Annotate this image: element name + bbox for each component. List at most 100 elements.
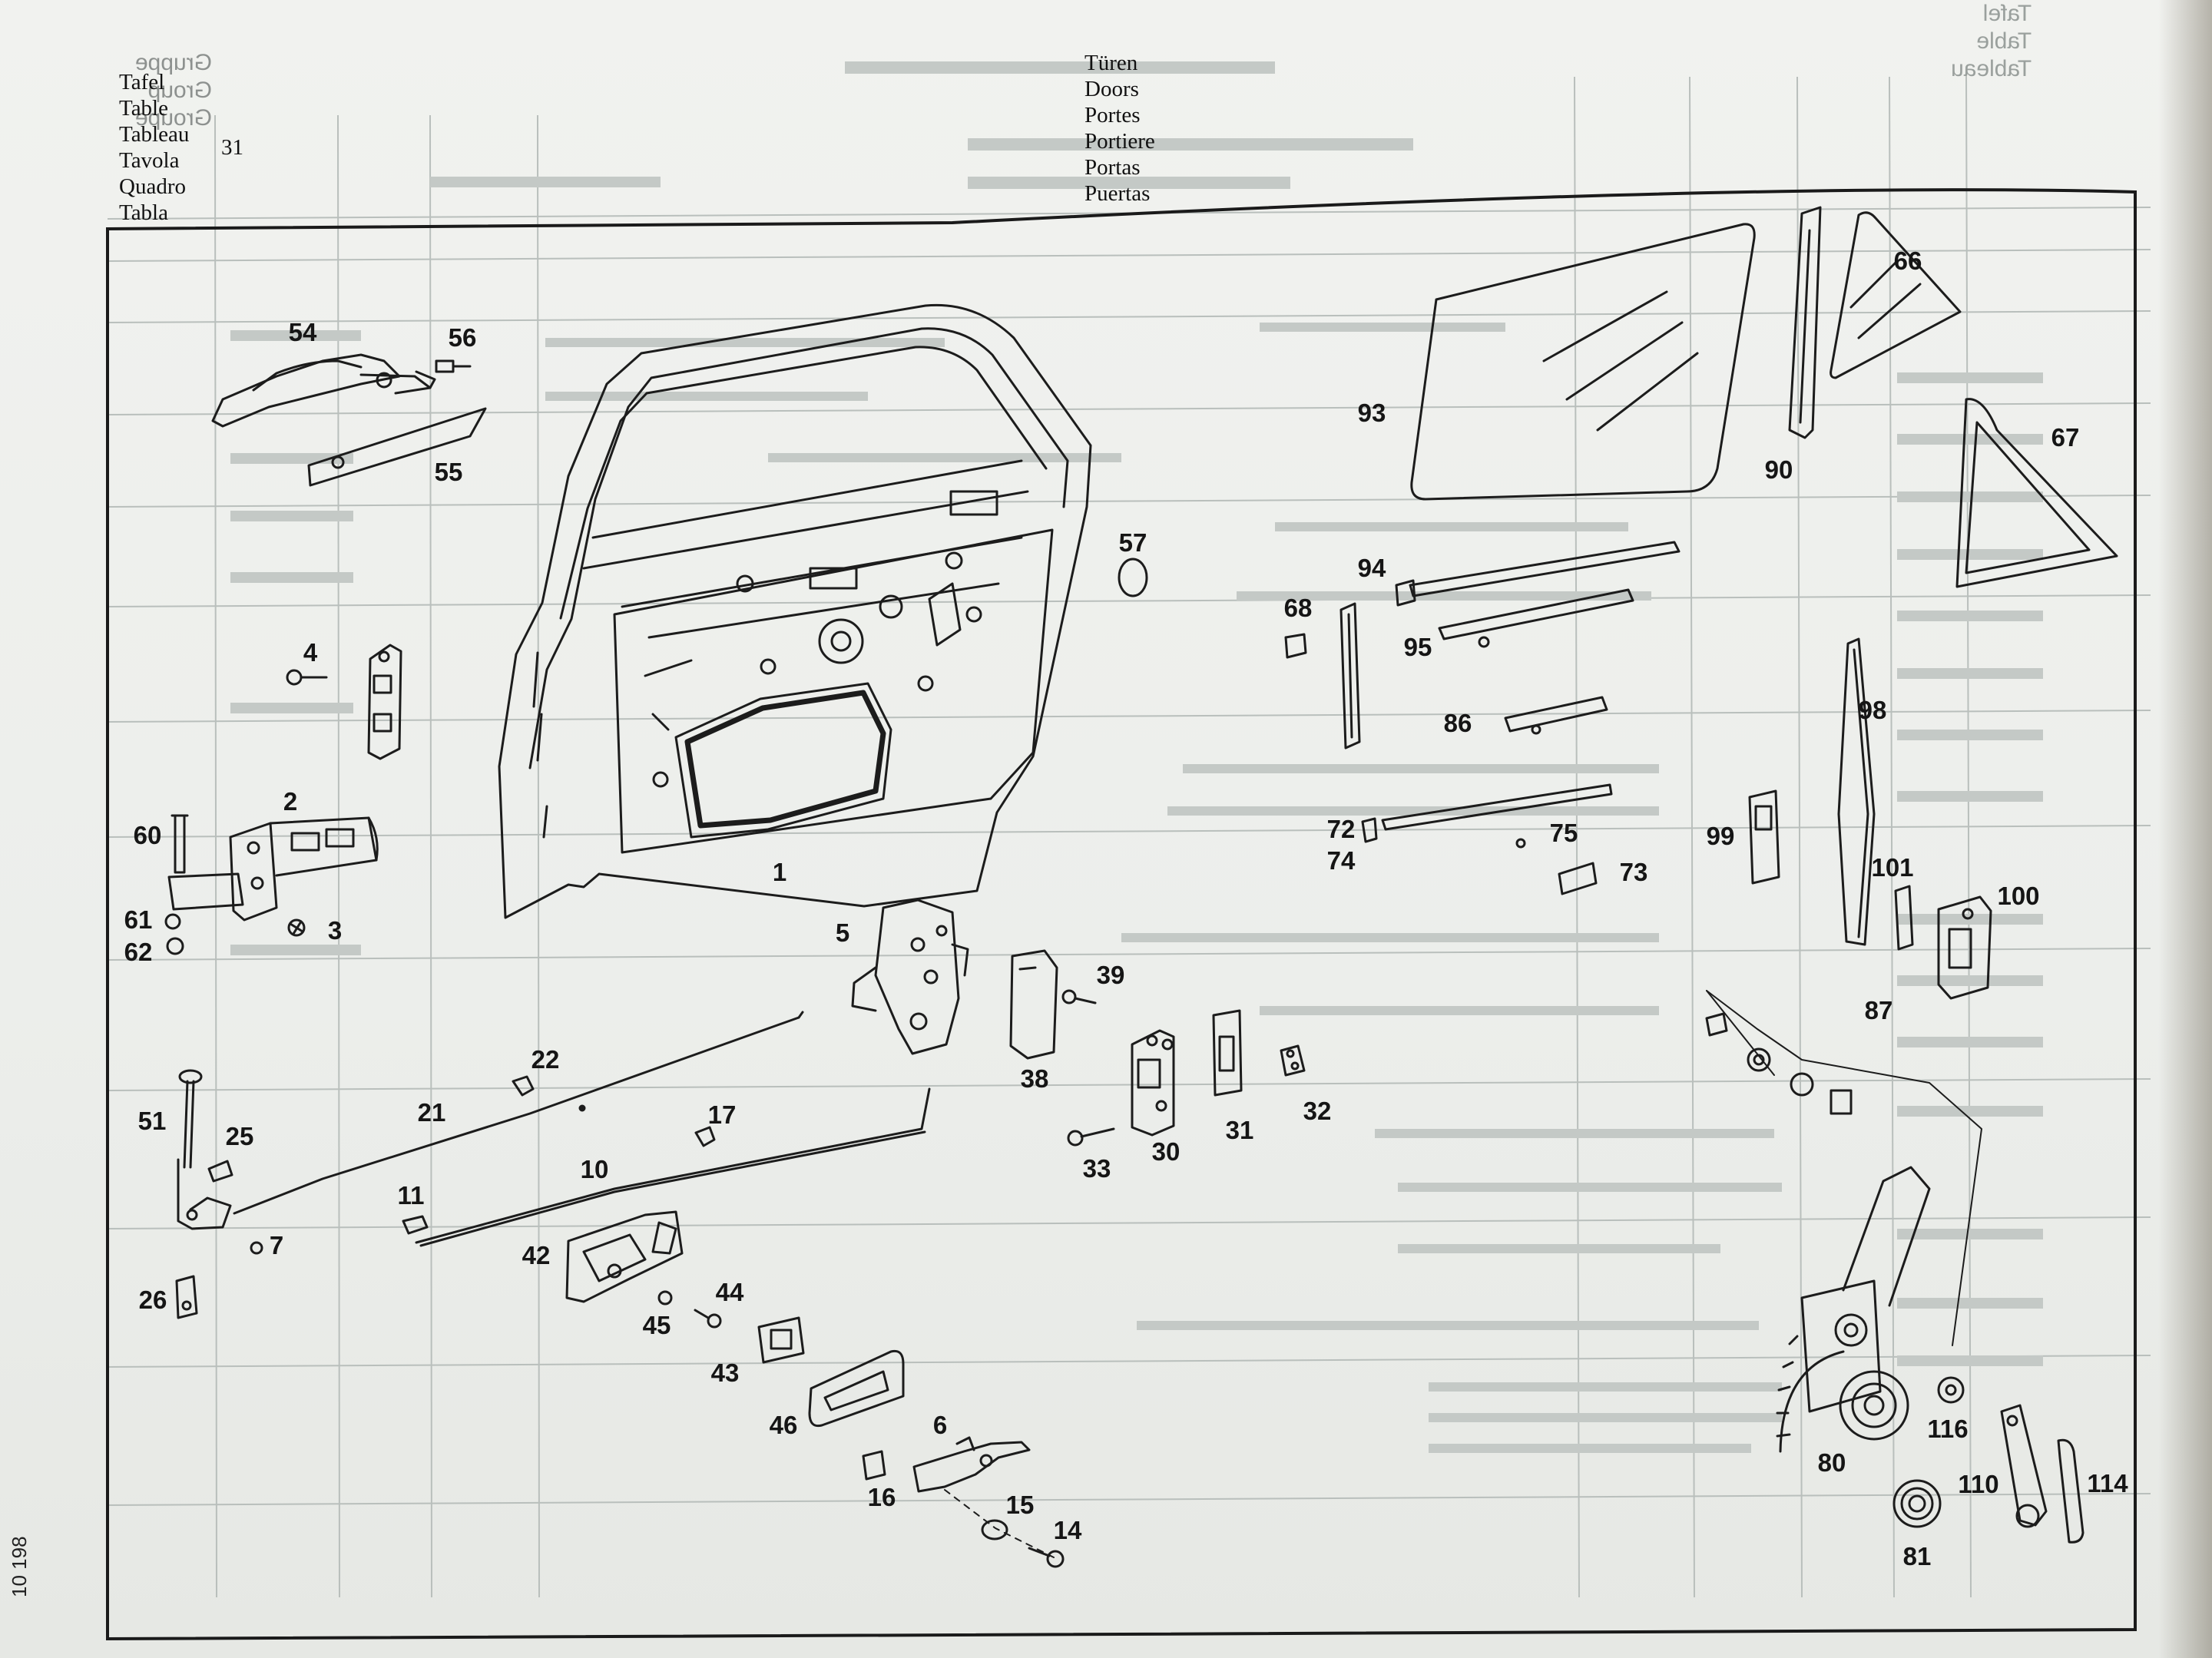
part-label: 31 <box>1225 1116 1254 1144</box>
channel-90-part <box>1788 206 1822 439</box>
page-edge-shadow <box>2158 0 2212 1658</box>
lock-bracket-38-part <box>1009 949 1058 1060</box>
part-label: 6 <box>932 1411 948 1439</box>
outside-handle-part <box>211 353 436 428</box>
door-shell-part <box>498 303 1092 919</box>
part-label: 7 <box>269 1231 284 1259</box>
clip-68-part <box>1284 633 1307 659</box>
vent-glass-66-part <box>1830 211 1962 379</box>
rod-10-part <box>415 1087 931 1247</box>
part-label: 101 <box>1871 853 1914 882</box>
seal-68-part <box>1339 602 1361 750</box>
part-label: 25 <box>225 1122 254 1150</box>
part-label: 56 <box>448 323 477 352</box>
clip-94-part <box>1395 579 1416 607</box>
part-label: 2 <box>283 787 298 816</box>
part-label: 14 <box>1053 1516 1082 1544</box>
bushing-part <box>1790 1072 1814 1097</box>
ghost-word: Tafel <box>1982 1 2032 26</box>
part-label: 100 <box>1997 882 2040 910</box>
part-label: 98 <box>1858 696 1887 724</box>
part-label: 61 <box>124 905 153 934</box>
inner-handle-42-part <box>565 1210 684 1303</box>
part-label: 42 <box>522 1241 551 1269</box>
screw-33-part <box>1067 1127 1115 1147</box>
clip-11-part <box>402 1215 429 1235</box>
title-line: Türen <box>1084 51 1138 75</box>
window-regulator-80-part <box>1776 1166 1931 1453</box>
part-label: 17 <box>707 1100 737 1129</box>
diagram-frame <box>106 188 2137 1641</box>
part-label: 16 <box>867 1483 896 1511</box>
clip-16-part <box>862 1450 886 1481</box>
part-label: 60 <box>133 821 162 849</box>
spiral-spring-81-part <box>1892 1479 1942 1528</box>
part-label: 43 <box>710 1359 740 1387</box>
strip-75-part <box>1381 783 1613 849</box>
clip-part <box>1705 1012 1728 1037</box>
part-label: 39 <box>1096 961 1125 989</box>
screw-44-part <box>694 1309 722 1329</box>
inner-handle-mechanism-6-part <box>912 1436 1031 1493</box>
ghost-word: Table <box>1976 28 2032 54</box>
bracket-99-part <box>1748 789 1780 885</box>
part-label: 90 <box>1764 455 1793 484</box>
part-label: 15 <box>1005 1491 1035 1519</box>
door-lock-part <box>851 898 969 1055</box>
part-label: 94 <box>1357 554 1386 582</box>
section-label: Quadro <box>119 174 186 199</box>
bracket-73-part <box>1558 862 1598 895</box>
bezel-46-part <box>808 1349 905 1428</box>
part-label: 54 <box>288 318 317 346</box>
plug-57-part <box>1118 558 1148 597</box>
section-label: Tavola <box>119 148 180 173</box>
part-label: 68 <box>1283 594 1313 622</box>
washer-45-part <box>657 1290 673 1306</box>
part-label: 11 <box>397 1181 425 1210</box>
part-label: 72 <box>1326 815 1356 843</box>
part-label: 87 <box>1864 996 1893 1024</box>
section-label-block: Tafel Table Tableau Tavola Quadro Tabla <box>119 69 189 226</box>
guide-101-part <box>1894 885 1914 951</box>
washer-15-part <box>981 1519 1008 1541</box>
bushing-87-part <box>1830 1089 1853 1115</box>
screw-4-part <box>286 669 328 686</box>
part-label: 74 <box>1326 846 1356 875</box>
title-line: Portes <box>1084 103 1141 127</box>
part-label: 5 <box>835 918 850 947</box>
lock-knob-51-part <box>178 1069 203 1169</box>
part-label: 45 <box>642 1311 671 1339</box>
door-check-part <box>167 816 379 922</box>
part-label: 4 <box>303 638 318 667</box>
title-line: Portiere <box>1084 129 1155 154</box>
clip-72-part <box>1361 817 1378 843</box>
strip-95-part <box>1438 588 1634 648</box>
part-label: 116 <box>1927 1415 1969 1443</box>
part-label: 10 <box>580 1155 609 1183</box>
part-label: 99 <box>1706 822 1735 850</box>
part-label: 46 <box>769 1411 798 1439</box>
part-label: 86 <box>1443 709 1472 737</box>
crank-handle-110-part <box>2000 1404 2048 1528</box>
clip-22-part <box>512 1075 535 1097</box>
washer-7-part <box>250 1241 263 1255</box>
part-label: 1 <box>772 858 787 886</box>
cover-31-part <box>1212 1009 1243 1097</box>
part-label: 44 <box>715 1278 744 1306</box>
bracket-26-part <box>175 1275 198 1319</box>
part-label: 81 <box>1902 1542 1932 1570</box>
screw-3-part <box>287 918 306 937</box>
screw-56-part <box>435 359 472 373</box>
part-label: 38 <box>1020 1064 1049 1093</box>
part-label: 80 <box>1817 1448 1846 1477</box>
part-label: 3 <box>327 916 343 945</box>
group-number: 31 <box>221 135 243 160</box>
guide-rail-98-part <box>1837 637 1876 946</box>
part-label: 110 <box>1958 1470 1999 1498</box>
part-label: 93 <box>1357 399 1386 427</box>
clip-17-part <box>694 1126 716 1147</box>
part-label: 21 <box>417 1098 446 1127</box>
handle-pad-part <box>307 407 487 487</box>
